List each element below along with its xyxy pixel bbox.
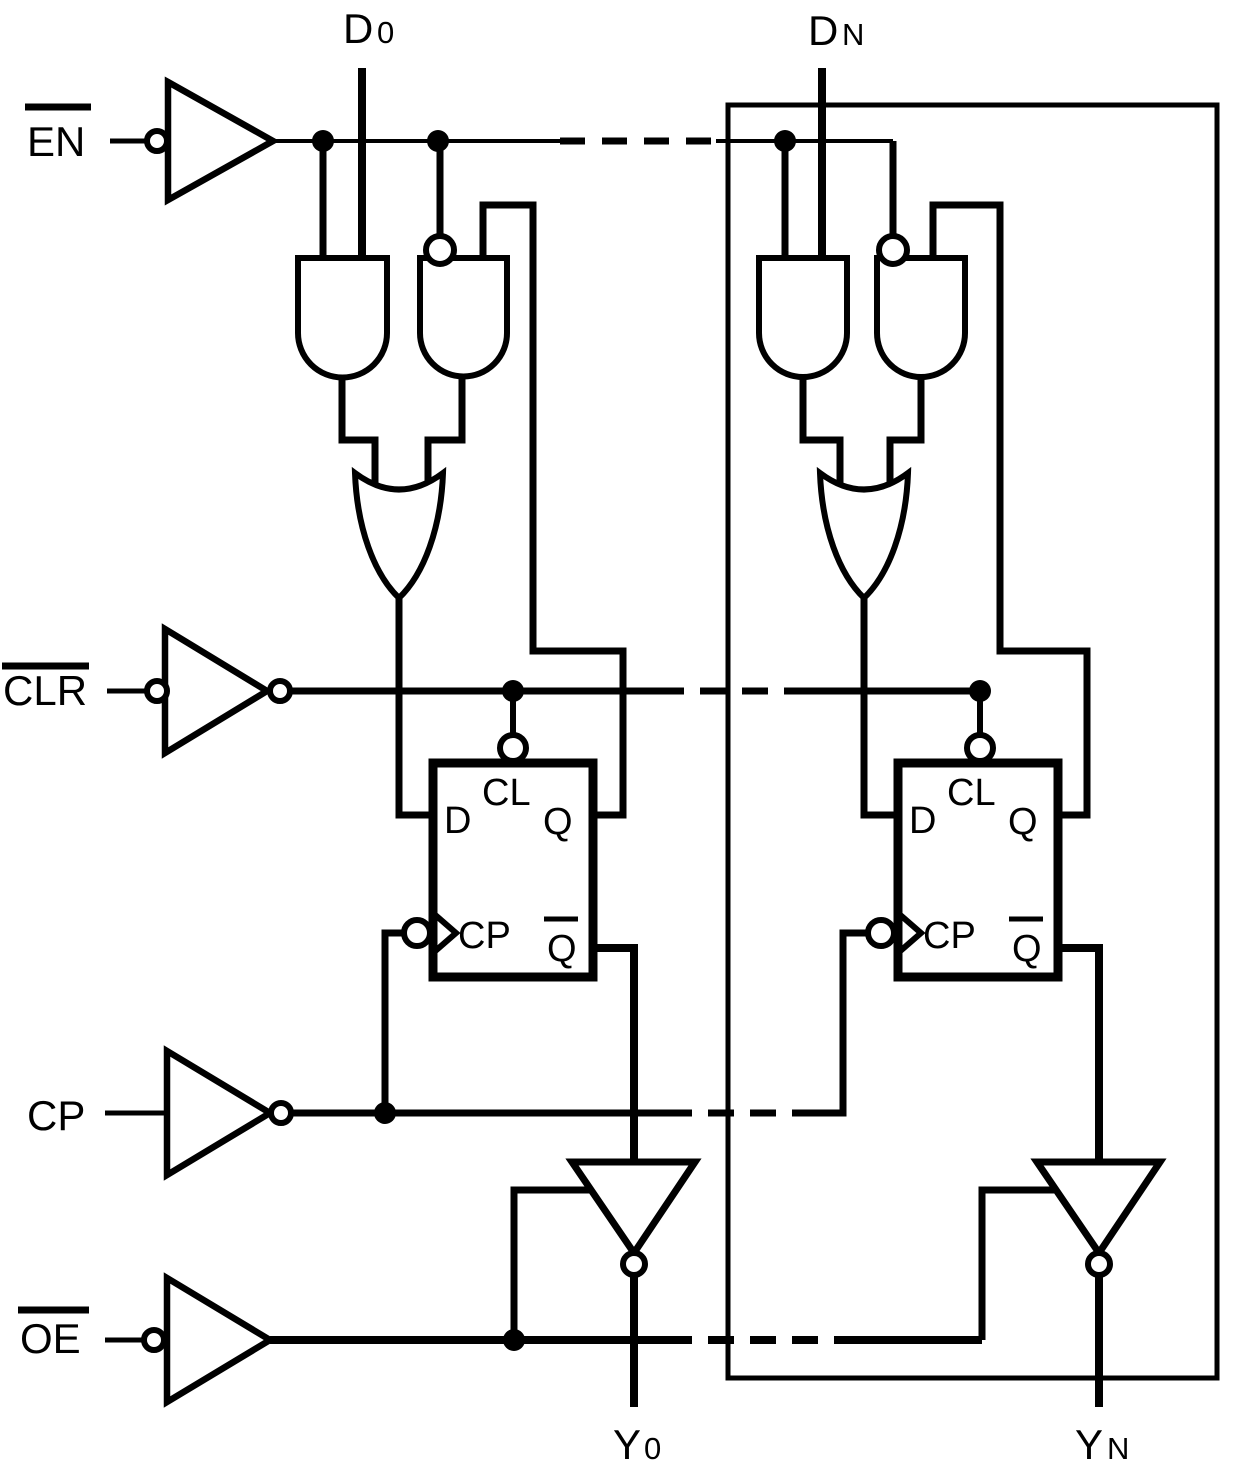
inverter-triangle-icon [163,1045,277,1181]
ff-d-label: D [444,800,471,842]
d-flip-flop-box [893,758,1063,982]
en-label: EN [27,118,85,165]
inverter-triangle-icon [163,1272,277,1408]
d0-label: D [343,5,373,52]
output-bubble-icon [268,1100,294,1126]
input-bubble-icon [144,128,170,154]
tristate-buffer-icon [1030,1158,1167,1260]
yn-label: Y [1075,1421,1103,1468]
tristate-buffer-icon [565,1158,702,1260]
y0-subscript: 0 [644,1431,661,1466]
nand-to-or-wire [424,371,466,490]
qbar-to-buffer-wire [589,944,638,1167]
bit0-ff-labels: CL D Q CP Q [444,772,578,970]
y0-label: Y [613,1421,641,1468]
output-bubble-icon [267,678,293,704]
bitN-cell-wires [781,68,1103,1407]
clear-bubble-icon [497,732,529,764]
or-to-d-wire [860,592,897,819]
clr-label: CLR [3,667,87,714]
and-gate-icon [756,255,850,380]
or-gate-icon [816,466,912,603]
junction-dot [774,130,796,152]
bit0-cell-gates [295,233,702,1278]
yn-subscript: N [1107,1431,1129,1466]
clock-wedge-icon [896,910,926,956]
dn-subscript: N [842,17,864,52]
input-bubble-icon [141,1327,167,1353]
dn-label: D [808,7,838,54]
ff-qbar-label: Q [1012,928,1042,970]
clock-wedge-icon [431,910,461,956]
ff-cp-label: CP [458,915,511,957]
qbar-to-buffer-wire [1054,944,1103,1167]
input-bubble-icon [144,678,170,704]
or-gate-icon [351,466,447,603]
oe-inverter [141,1272,277,1408]
junction-dots [312,130,991,1351]
output-bubble-icon [620,1250,648,1278]
cp-to-ff-stem [381,929,404,1113]
ff-d-label: D [909,800,936,842]
oe-label: OE [20,1315,81,1362]
junction-dot [503,1329,525,1351]
interconnect-wires [105,137,982,1344]
and-to-or-wire [799,371,844,490]
oe-to-buffer-enable-wire [510,1186,591,1340]
cp-inverter [163,1045,294,1181]
q-feedback-wire [479,201,627,819]
cp-line-right [818,929,868,1117]
en-inverter [144,76,280,206]
bitN-ff-labels: CL D Q CP Q [909,772,1043,970]
ff-cl-label: CL [482,772,531,814]
junction-dot [502,680,524,702]
q-feedback-wire [929,201,1091,819]
inverted-input-bubble-icon [423,233,457,267]
clear-bubble-icon [964,732,996,764]
pin-labels: EN CLR CP OE D 0 D N Y 0 Y N [2,5,1129,1468]
clock-bubble-icon [401,917,433,949]
bitN-cell-boundary-box [725,102,1220,1381]
ff-qbar-label: Q [547,928,577,970]
output-bubble-icon [1085,1250,1113,1278]
clr-inverter [144,623,293,759]
junction-dot [969,680,991,702]
ff-q-label: Q [1008,801,1038,843]
nand-feedback-gate-icon [874,255,968,380]
and-gate-icon [295,255,390,381]
inverter-triangle-icon [161,623,274,759]
inverter-triangle-icon [164,76,280,206]
cp-label: CP [27,1092,85,1139]
d0-subscript: 0 [377,15,394,50]
ff-cp-label: CP [923,915,976,957]
oe-to-buffer-enable-wire [978,1186,1057,1340]
nand-to-or-wire [886,371,925,490]
ff-cl-label: CL [947,772,996,814]
ff-q-label: Q [543,801,573,843]
junction-dot [312,130,334,152]
junction-dot [374,1102,396,1124]
nand-feedback-gate-icon [417,255,510,380]
bitN-cell-gates [756,233,1167,1278]
clock-bubble-icon [865,917,897,949]
or-to-d-wire [395,592,432,819]
junction-dot [427,130,449,152]
and-to-or-wire [338,371,379,490]
bit0-cell-wires [319,68,638,1407]
inverted-input-bubble-icon [876,233,910,267]
